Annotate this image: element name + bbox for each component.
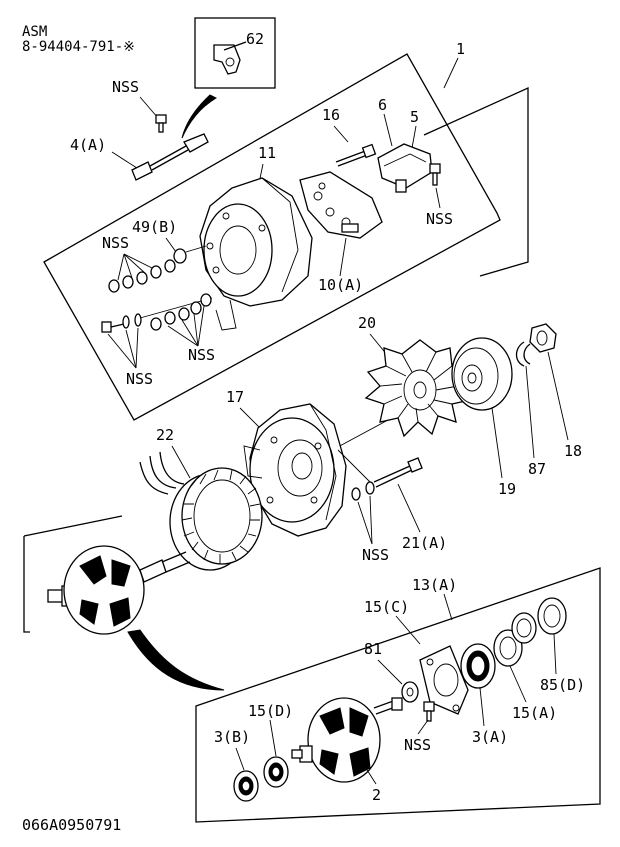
through-bolt-21a: [373, 457, 423, 488]
callout-4a: 4(A): [70, 136, 106, 154]
rotor-upper: [47, 545, 191, 635]
nut-18: [529, 323, 557, 353]
callout-2: 2: [372, 786, 381, 804]
callout-62: 62: [246, 30, 264, 48]
callout-nss-bolt: NSS: [362, 546, 389, 564]
callout-22: 22: [156, 426, 174, 444]
screw-nss-mid: [101, 313, 142, 333]
callout-6: 6: [378, 96, 387, 114]
rear-end-frame-11: [199, 177, 313, 331]
callout-15a: 15(A): [512, 704, 557, 722]
retainer-plate-15c: [419, 645, 469, 715]
rotor-pointer-swoosh: [127, 629, 225, 691]
callout-20: 20: [358, 314, 376, 332]
callout-3b: 3(B): [214, 728, 250, 746]
lock-washer-87: [515, 341, 531, 367]
stator-22: [139, 451, 263, 571]
bearing-15d: [263, 756, 289, 788]
callout-nss-mid: NSS: [188, 346, 215, 364]
callout-3a: 3(A): [472, 728, 508, 746]
drive-end-frame-17: [243, 403, 347, 537]
washer-81: [401, 681, 419, 703]
callout-16: 16: [322, 106, 340, 124]
callout-nss-bottom: NSS: [404, 736, 431, 754]
callout-10a: 10(A): [318, 276, 363, 294]
callout-87: 87: [528, 460, 546, 478]
screw-nss-top: [155, 114, 167, 133]
inset-box-62: 62: [194, 17, 276, 89]
callout-19: 19: [498, 480, 516, 498]
rotor-2: [291, 697, 403, 783]
washers-nss-bolt: [351, 481, 375, 501]
callout-18: 18: [564, 442, 582, 460]
callout-11: 11: [258, 144, 276, 162]
callout-nss-left: NSS: [102, 234, 129, 252]
regulator-5: [377, 143, 433, 193]
housing-group-frame: [43, 53, 501, 421]
callout-15c: 15(C): [364, 598, 409, 616]
callout-13a: 13(A): [412, 576, 457, 594]
callout-21a: 21(A): [402, 534, 447, 552]
screw-nss-bottom: [423, 701, 435, 722]
screw-16: [335, 143, 377, 167]
brush-holder-10a: [299, 171, 383, 239]
seal-13a: [511, 612, 537, 644]
assembly-label: ASM: [22, 24, 47, 40]
inset-pointer-swoosh: [181, 94, 218, 139]
pulley-19: [451, 337, 513, 411]
callout-17: 17: [226, 388, 244, 406]
callout-nss-top: NSS: [112, 78, 139, 96]
terminal-lead-4a: [131, 133, 209, 181]
assembly-part-number: 8-94404-791-※: [22, 39, 135, 55]
callout-81: 81: [364, 640, 382, 658]
callout-15d: 15(D): [248, 702, 293, 720]
collar-85d: [537, 597, 567, 635]
callout-nss-right: NSS: [426, 210, 453, 228]
washer-stack-left: [108, 248, 187, 293]
callout-5: 5: [410, 108, 419, 126]
callout-49b: 49(B): [132, 218, 177, 236]
callout-1: 1: [456, 40, 465, 58]
bearing-3a: [460, 643, 496, 689]
washer-stack-mid: [150, 293, 212, 331]
screw-nss-right: [429, 163, 441, 186]
diagram-code: 066A0950791: [22, 816, 121, 834]
callout-nss-low: NSS: [126, 370, 153, 388]
bearing-3b: [233, 770, 259, 802]
callout-85d: 85(D): [540, 676, 585, 694]
rotor-group-frame: [23, 536, 30, 633]
